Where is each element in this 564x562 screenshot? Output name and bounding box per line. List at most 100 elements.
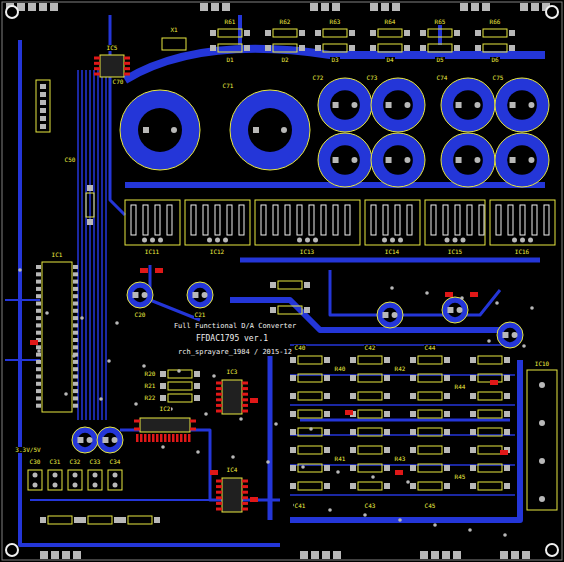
resistor-symbol <box>40 516 80 524</box>
connector-pad <box>471 3 479 11</box>
filter-capacitor-fill <box>495 78 549 132</box>
smd-part <box>445 292 453 297</box>
resistor-pad <box>504 483 510 489</box>
copper-trace <box>300 419 510 422</box>
resistor-pad <box>470 483 476 489</box>
dip-pin <box>73 396 78 400</box>
via <box>196 450 200 454</box>
small-capacitor-pad <box>502 332 508 338</box>
via <box>266 460 270 464</box>
resistor-pad <box>160 371 166 377</box>
heatsink-fin <box>261 205 266 235</box>
heatsink-fin <box>371 205 376 235</box>
resistor-symbol <box>160 382 200 390</box>
signal-trace <box>290 494 515 496</box>
resistor-pad <box>120 517 126 523</box>
smd-ic-pad <box>242 508 248 511</box>
filter-capacitor-pad <box>404 102 410 108</box>
resistor-body <box>418 374 442 382</box>
resistor-symbol <box>470 482 510 490</box>
resistor-symbol <box>370 44 410 52</box>
bulk-capacitor-fill <box>230 90 310 170</box>
resistor-pad <box>74 517 80 523</box>
filter-capacitor-pad <box>528 102 534 108</box>
silkscreen-label: R41 <box>334 456 347 462</box>
resistor-symbol <box>290 428 330 436</box>
smd-part <box>155 268 163 273</box>
smd-pin <box>168 434 171 442</box>
dip-pin <box>73 331 78 335</box>
resistor-pad <box>304 282 310 288</box>
silkscreen-label: rch_sprayare_1984 / 2015-12 <box>177 349 293 356</box>
resistor-pad <box>87 219 93 225</box>
smd-pin <box>164 434 167 442</box>
resistor-pad <box>160 395 166 401</box>
copper-trace <box>268 355 273 520</box>
silkscreen-label: R40 <box>334 366 347 372</box>
signal-trace <box>290 344 515 346</box>
small-capacitor-fill <box>72 427 98 453</box>
resistor-symbol <box>350 374 390 382</box>
resistor-body <box>483 29 507 37</box>
connector-pad <box>500 551 508 559</box>
resistor-pad <box>420 30 426 36</box>
via <box>336 470 340 474</box>
smd-ic-pad <box>124 73 130 76</box>
resistor-pad <box>40 517 46 523</box>
smd-pin <box>176 434 179 442</box>
resistor-body <box>418 446 442 454</box>
dip-pin <box>73 367 78 371</box>
via <box>495 301 499 305</box>
smd-ic-pad <box>216 398 222 401</box>
dip-pin <box>36 404 41 408</box>
filter-capacitor-pad <box>386 102 392 108</box>
capacitor-pad <box>73 473 78 478</box>
smd-part <box>490 380 498 385</box>
resistor-symbol <box>470 392 510 400</box>
resistor-symbol <box>290 374 330 382</box>
resistor-pad <box>504 357 510 363</box>
dip-pin <box>73 280 78 284</box>
via <box>328 508 332 512</box>
resistor-symbol <box>265 44 305 52</box>
resistor-symbol <box>410 374 450 382</box>
silkscreen-label: R66 <box>489 19 502 25</box>
resistor-symbol <box>350 482 390 490</box>
filter-capacitor-pad <box>456 102 462 108</box>
mounting-hole <box>546 6 558 18</box>
smd-part <box>470 292 478 297</box>
resistor-pad <box>444 411 450 417</box>
silkscreen-label: C50 <box>64 157 77 163</box>
dip-pin <box>36 316 41 320</box>
silkscreen-label: C75 <box>492 75 505 81</box>
header-pin <box>40 100 46 105</box>
smd-ic-pad <box>216 393 222 396</box>
bulk-capacitor-outline <box>120 90 200 170</box>
smd-ic-pad <box>242 387 248 390</box>
heatsink-fin <box>297 205 302 235</box>
via <box>72 354 76 358</box>
resistor-pad <box>444 375 450 381</box>
via <box>522 344 526 348</box>
small-capacitor-outline <box>97 427 123 453</box>
header-outline <box>36 80 50 132</box>
regulator-pin <box>223 238 228 243</box>
resistor-symbol <box>290 482 330 490</box>
mounting-hole <box>546 544 558 556</box>
resistor-pad <box>324 375 330 381</box>
resistor-pad <box>299 45 305 51</box>
silkscreen-label: R20 <box>144 371 157 377</box>
resistor-symbol <box>470 464 510 472</box>
resistor-body <box>358 482 382 490</box>
dip-pin <box>73 294 78 298</box>
filter-capacitor-core <box>330 145 360 175</box>
dip-pin <box>73 404 78 408</box>
heatsink <box>185 200 250 245</box>
silkscreen-label: R65 <box>434 19 447 25</box>
small-capacitor-fill <box>127 282 153 308</box>
resistor-pad <box>509 30 515 36</box>
capacitor-pad <box>33 473 38 478</box>
small-capacitor-pad <box>512 332 518 338</box>
resistor-pad <box>470 429 476 435</box>
connector-pad <box>420 551 428 559</box>
